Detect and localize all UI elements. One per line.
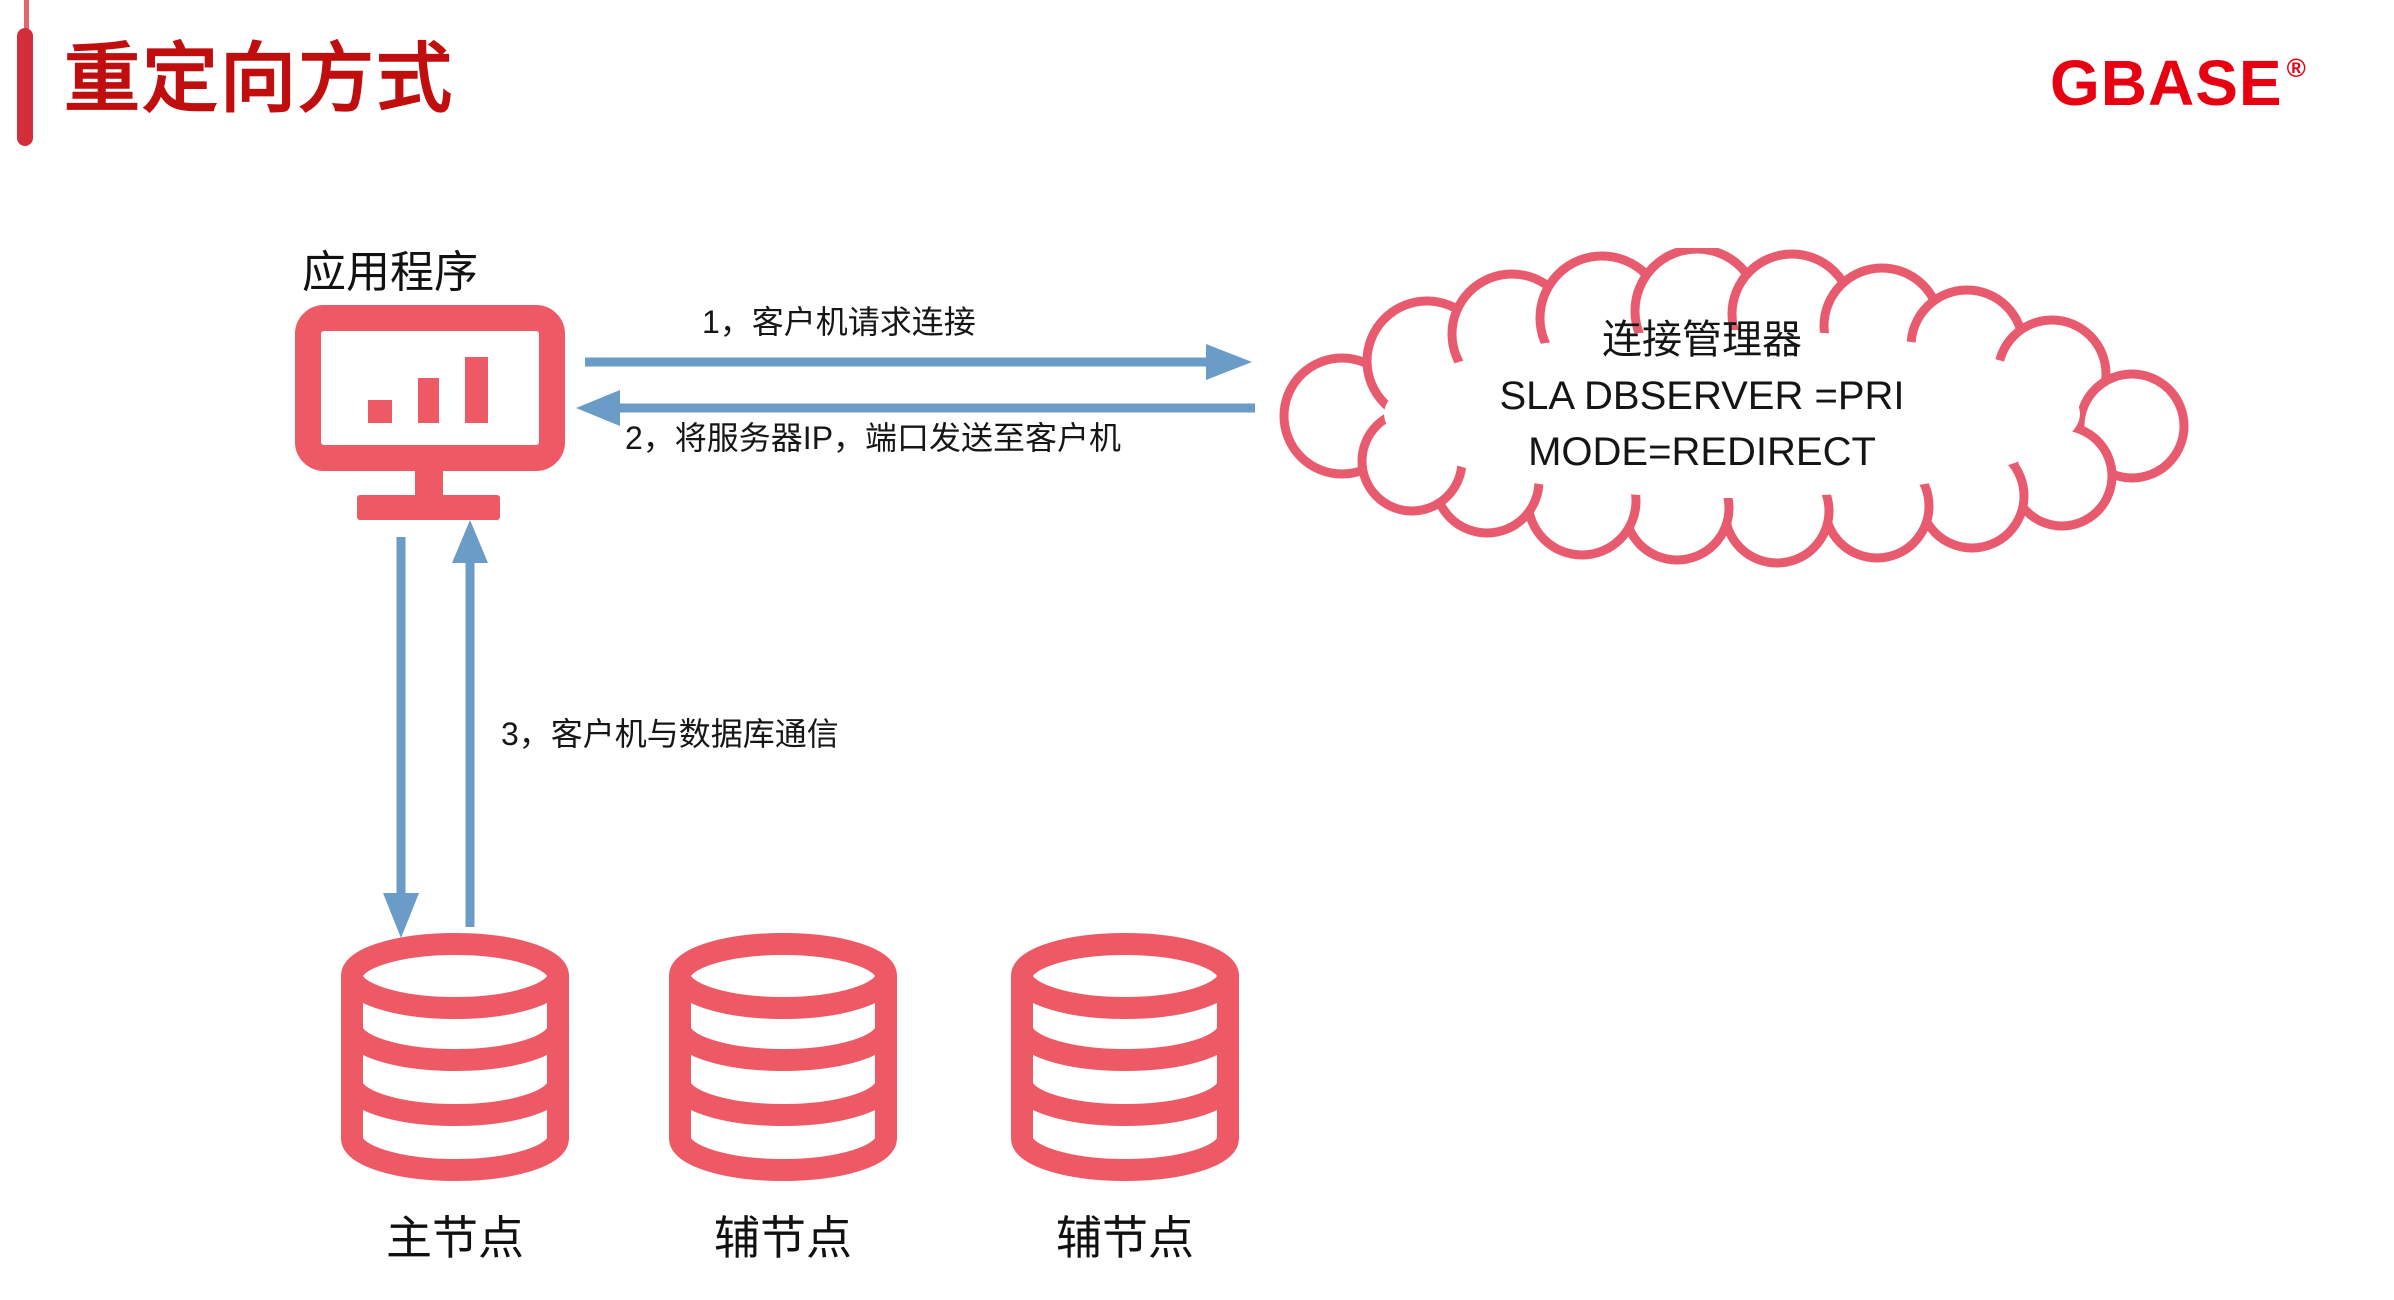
step-2-label: 2，将服务器IP，端口发送至客户机 <box>625 420 1122 456</box>
connection-manager-cloud-shape <box>1279 248 2189 568</box>
gbase-logo: GBASE® <box>2050 46 2307 120</box>
page-title: 重定向方式 <box>64 37 454 122</box>
monitor-stand-base <box>357 495 500 520</box>
secondary-node-2-label: 辅节点 <box>1056 1212 1194 1264</box>
cloud-line-mode: MODE=REDIRECT <box>1528 430 1876 474</box>
step-3-arrow-up-icon <box>452 520 488 927</box>
title-accent-bar <box>17 28 33 146</box>
connection-manager-text: 连接管理器 SLA DBSERVER =PRI MODE=REDIRECT <box>1352 312 2052 480</box>
secondary-node-1-label: 辅节点 <box>714 1212 852 1264</box>
application-monitor-icon <box>295 305 565 520</box>
database-icon-secondary-1 <box>669 933 897 1181</box>
cloud-line-title: 连接管理器 <box>1602 318 1802 362</box>
step-1-arrow-right-icon <box>585 344 1252 380</box>
bar-chart-bar-small <box>368 400 392 423</box>
step-3-arrow-down-icon <box>383 537 419 938</box>
primary-node-label: 主节点 <box>386 1212 524 1264</box>
registered-trademark-icon: ® <box>2286 53 2307 83</box>
bar-chart-bar-tall <box>465 357 488 423</box>
database-icon-secondary-2 <box>1011 933 1239 1181</box>
database-icon-primary <box>341 933 569 1181</box>
step-1-label: 1，客户机请求连接 <box>702 304 976 340</box>
title-accent-line <box>24 0 29 44</box>
gbase-logo-text: GBASE <box>2050 47 2283 119</box>
step-3-label: 3，客户机与数据库通信 <box>501 716 839 752</box>
bar-chart-bar-medium <box>418 378 439 423</box>
step-2-arrow-left-icon <box>576 390 1255 426</box>
monitor-stand-neck <box>415 469 443 499</box>
cloud-line-sla: SLA DBSERVER =PRI <box>1499 374 1905 418</box>
application-label: 应用程序 <box>302 248 478 297</box>
